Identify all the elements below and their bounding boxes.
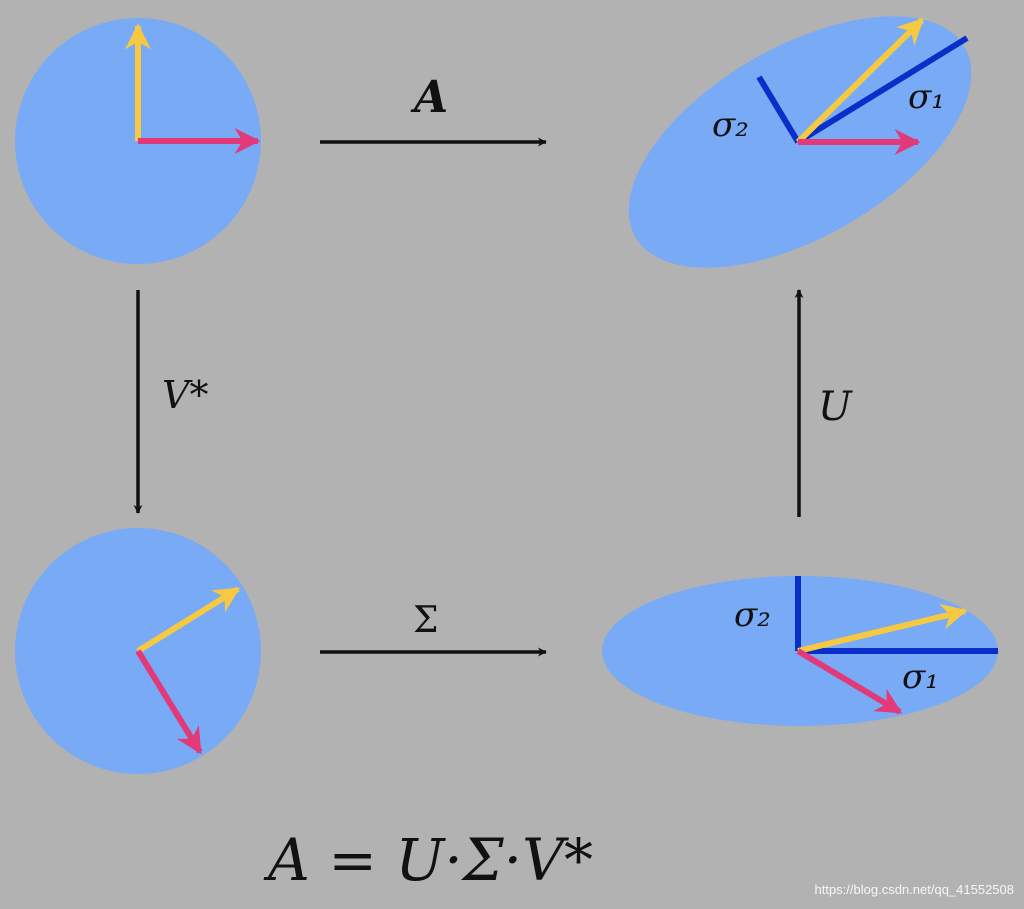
arrow-Sigma: Σ — [320, 600, 547, 657]
ellipse-top-right: σ₁ σ₂ — [628, 16, 972, 268]
ellipse-bottom-right: σ₂ σ₁ — [602, 576, 998, 726]
pink-vector-bottom-left — [135, 649, 203, 755]
sigma1-label-top: σ₁ — [908, 77, 945, 117]
sigma2-axis-top — [756, 75, 801, 144]
label-V-star: V* — [162, 373, 208, 417]
sigma1-axis-top — [796, 35, 969, 145]
yellow-vector-bottom-right — [797, 603, 968, 654]
yellow-vector-bottom-left — [136, 586, 241, 654]
label-U: U — [818, 384, 853, 430]
unit-circle-top-left — [15, 18, 261, 264]
yellow-vector-top-right — [795, 17, 925, 145]
watermark: https://blog.csdn.net/qq_41552508 — [814, 882, 1015, 897]
label-A: A — [410, 72, 448, 123]
svd-equation: A = U·Σ·V* — [263, 826, 593, 894]
sigma1-label-bottom: σ₁ — [902, 657, 939, 697]
rotated-circle-bottom-left — [15, 528, 261, 774]
arrow-A: A — [320, 72, 547, 147]
sigma2-label-top: σ₂ — [712, 105, 749, 145]
arrow-U: U — [794, 289, 853, 517]
sigma2-label-bottom: σ₂ — [734, 595, 771, 635]
pink-vector-bottom-right — [796, 648, 903, 715]
arrow-V-star: V* — [133, 290, 208, 514]
label-Sigma: Σ — [413, 600, 438, 641]
